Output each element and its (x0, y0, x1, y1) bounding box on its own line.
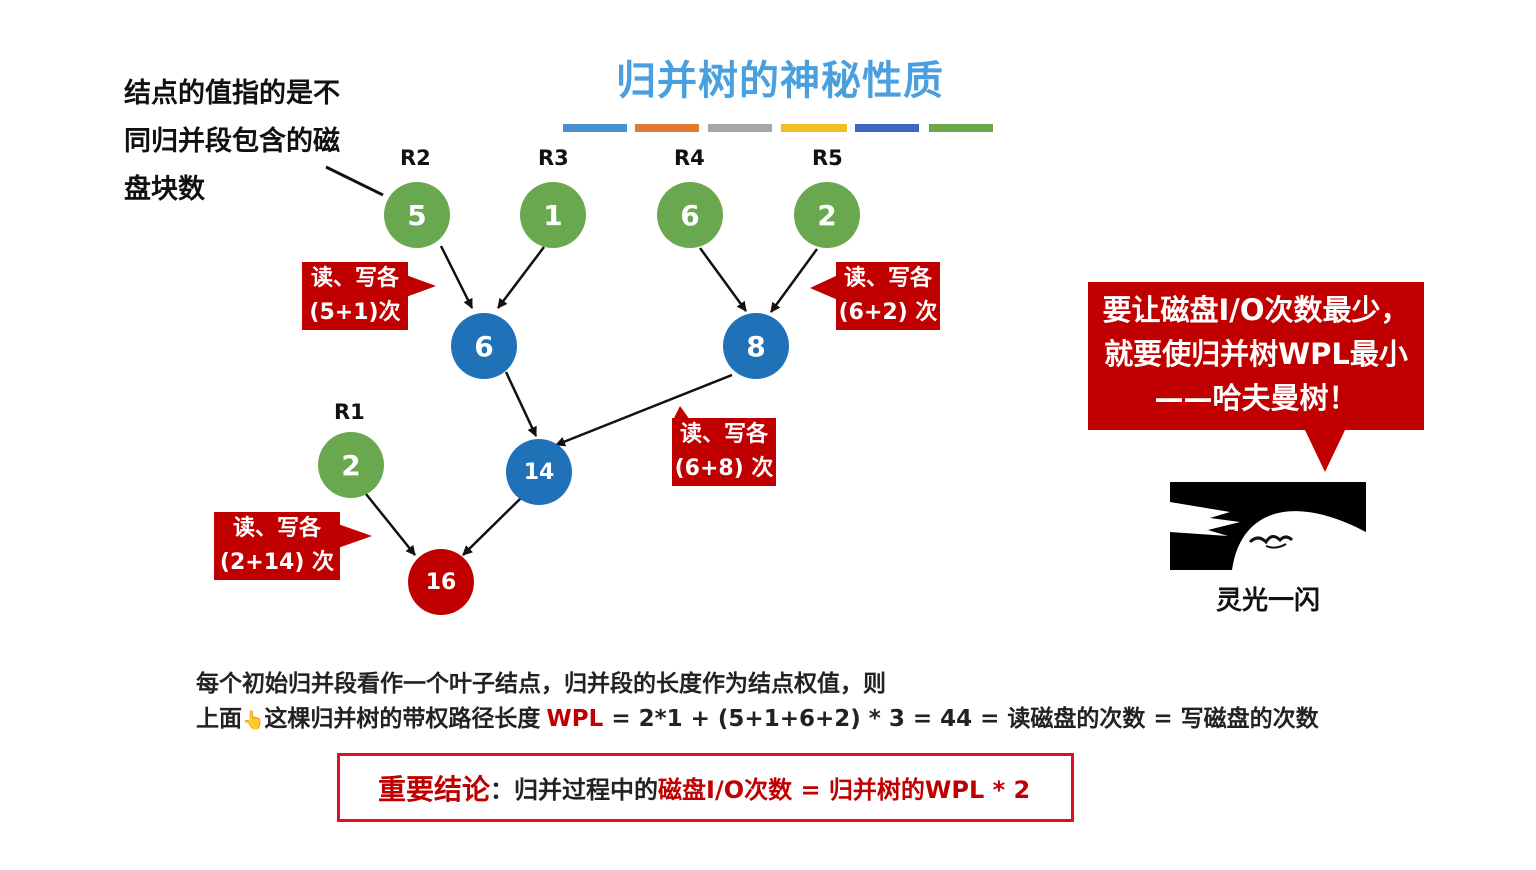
note-line: 结点的值指的是不 (124, 78, 340, 109)
run-label-r3: R3 (538, 146, 569, 170)
rw-label-line: (2+14) 次 (219, 550, 335, 575)
merge-node-8: 8 (723, 313, 789, 379)
wpl-equation: = 2*1 + (5+1+6+2) * 3 = 44 = 读磁盘的次数 = 写磁… (603, 706, 1319, 732)
conclusion-box: 重要结论：归并过程中的磁盘I/O次数 = 归并树的WPL * 2 (337, 753, 1074, 822)
conclusion-text: 归并过程中的 (514, 776, 659, 804)
rw-label-line: (5+1)次 (309, 300, 401, 325)
leaf-node-r4: 6 (657, 182, 723, 248)
explanation-text: 上面 (196, 706, 242, 732)
inspiration-image (1170, 482, 1366, 570)
run-label-r1: R1 (334, 400, 365, 424)
slide-title: 归并树的神秘性质 (616, 58, 944, 104)
edge-r2-to-6 (439, 245, 474, 309)
rw-label-line: 读、写各 (232, 516, 321, 541)
run-label-r4: R4 (674, 146, 705, 170)
title-underline-green (929, 124, 993, 132)
title-underline-darkblue (855, 124, 919, 132)
rw-label-c: 读、写各 (6+8) 次 (672, 418, 776, 486)
pointing-hand-icon: 👆 (242, 710, 265, 731)
leaf-node-r1: 2 (318, 432, 384, 498)
edge-r5-to-8 (769, 248, 819, 313)
edge-r1-to-16 (365, 493, 416, 556)
merge-node-6: 6 (451, 313, 517, 379)
edge-r4-to-8 (698, 247, 748, 312)
root-node-16: 16 (408, 549, 474, 615)
rw-pointer-b (810, 275, 838, 300)
rw-label-line: 读、写各 (310, 266, 399, 291)
rw-label-line: (6+8) 次 (674, 456, 774, 481)
title-underline-gray (708, 124, 772, 132)
run-label-r5: R5 (812, 146, 843, 170)
rw-pointer-c (673, 406, 690, 420)
callout-line: 要让磁盘I/O次数最少， (1102, 293, 1410, 327)
rw-pointer-d (338, 524, 372, 548)
leaf-node-r5: 2 (794, 182, 860, 248)
edge-r3-to-6 (497, 246, 545, 309)
explanation-text: 这棵归并树的带权路径长度 (264, 706, 541, 732)
callout-line: 就要使归并树WPL最小 (1104, 337, 1408, 371)
rw-label-a: 读、写各 (5+1)次 (302, 262, 408, 330)
run-label-r2: R2 (400, 146, 431, 170)
rw-label-b: 读、写各 (6+2) 次 (836, 262, 940, 330)
rw-label-line: (6+2) 次 (838, 300, 938, 325)
note-pointer-line (325, 165, 384, 197)
wpl-label: WPL (546, 706, 604, 732)
image-caption: 灵光一闪 (1215, 586, 1320, 616)
conclusion-label: 重要结论 (378, 772, 491, 806)
edge-6-to-14 (504, 371, 538, 437)
title-underline-orange (635, 124, 699, 132)
merge-node-14: 14 (506, 439, 572, 505)
edge-14-to-16 (462, 497, 522, 556)
conclusion-formula: 磁盘I/O次数 = 归并树的WPL * 2 (658, 776, 1031, 804)
leaf-node-r2: 5 (384, 182, 450, 248)
explanation-line-1: 每个初始归并段看作一个叶子结点，归并段的长度作为结点权值，则 (196, 671, 886, 697)
rw-label-line: 读、写各 (679, 422, 768, 447)
note-line: 盘块数 (124, 174, 205, 205)
rw-label-line: 读、写各 (843, 266, 932, 291)
leaf-node-r3: 1 (520, 182, 586, 248)
callout-line: ——哈夫曼树！ (1154, 381, 1358, 415)
title-underline-blue (563, 124, 627, 132)
node-value-note: 结点的值指的是不 同归并段包含的磁 盘块数 (124, 70, 384, 214)
rw-label-d: 读、写各 (2+14) 次 (214, 512, 340, 580)
huffman-callout: 要让磁盘I/O次数最少， 就要使归并树WPL最小 ——哈夫曼树！ (1088, 282, 1424, 430)
conclusion-colon: ： (490, 776, 515, 804)
rw-pointer-a (406, 275, 436, 297)
title-underline-yellow (781, 124, 847, 132)
lightbulb-flash-icon (1170, 502, 1366, 570)
callout-pointer (1305, 430, 1345, 472)
note-line: 同归并段包含的磁 (124, 126, 340, 157)
edge-8-to-14 (555, 373, 733, 447)
